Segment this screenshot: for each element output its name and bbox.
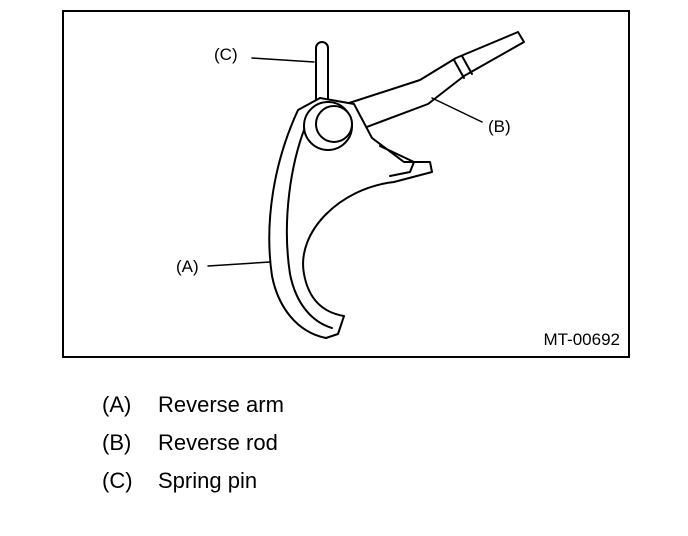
reverse-arm: [268, 97, 433, 339]
legend-label: Reverse rod: [158, 430, 278, 455]
legend-item: (B) Reverse rod: [102, 424, 284, 462]
reverse-rod-step: [453, 59, 465, 79]
reverse-arm-inner-edge: [285, 119, 333, 329]
figure-id: MT-00692: [543, 330, 620, 349]
reverse-rod: [345, 31, 525, 129]
legend-code: (A): [102, 392, 132, 417]
leader-line-a: [207, 261, 271, 267]
legend-label: Reverse arm: [158, 392, 284, 417]
pivot-boss-inner: [315, 105, 353, 143]
legend-item: (A) Reverse arm: [102, 386, 284, 424]
legend: (A) Reverse arm (B) Reverse rod (C) Spri…: [102, 386, 284, 500]
reverse-arm-slot: [379, 145, 415, 177]
legend-code: (B): [102, 430, 132, 455]
callout-c: (C): [214, 45, 238, 64]
callout-b: (B): [488, 117, 511, 136]
diagram-drawing: [207, 31, 525, 339]
callout-a: (A): [176, 257, 199, 276]
leader-line-b: [431, 97, 483, 123]
spring-pin: [315, 41, 329, 105]
diagram-frame: (C) (B) (A) MT-00692: [62, 10, 630, 358]
reverse-rod-step-2: [461, 55, 473, 75]
legend-code: (C): [102, 468, 133, 493]
legend-item: (C) Spring pin: [102, 462, 284, 500]
legend-label: Spring pin: [158, 468, 258, 493]
leader-line-c: [251, 57, 315, 63]
